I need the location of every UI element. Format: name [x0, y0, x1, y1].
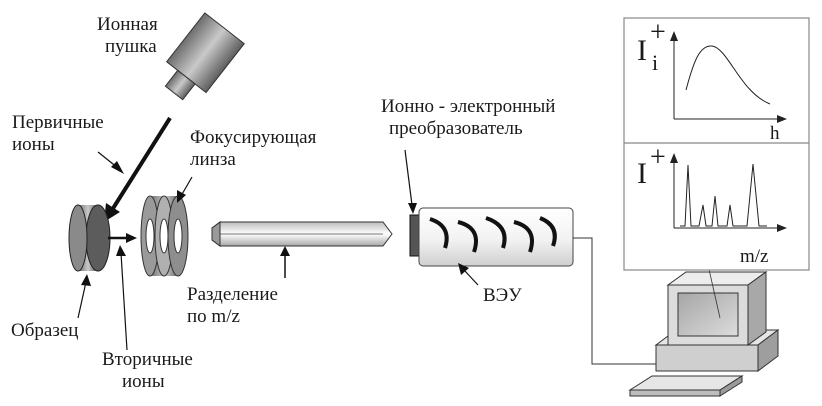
focusing-lens-label-line1: Фокусирующая: [190, 127, 317, 148]
primary-ions-label-line1: Первичные: [12, 112, 104, 133]
separation-label-line1: Разделение: [187, 284, 278, 305]
top-xlabel: h: [770, 123, 780, 144]
secondary-ions-label-line1: Вторичные: [102, 349, 193, 370]
veu-label: ВЭУ: [483, 285, 522, 306]
converter-plate: [409, 214, 420, 257]
secondary-ions-leader: [120, 252, 128, 351]
top-x-arrow: [777, 115, 787, 123]
bottom-xlabel: m/z: [740, 246, 769, 267]
converter-label-line1: Ионно - электронный: [381, 96, 555, 117]
computer: [628, 271, 780, 397]
separation-pointer: [280, 246, 290, 278]
converter-pointer: [404, 149, 417, 214]
converter-label-line2: преобразователь: [389, 118, 523, 139]
focusing-lens: [140, 195, 189, 277]
dynode-curves: [429, 216, 557, 253]
plot-panel: I + i h I + m/z: [623, 17, 810, 271]
ion-gun-label-line1: Ионная: [97, 14, 158, 35]
top-ylabel-sub: i: [652, 50, 658, 75]
focusing-lens-leader: [180, 176, 193, 197]
electron-multiplier: [418, 207, 574, 267]
separator-rod: [211, 221, 393, 247]
secondary-ion-arrow: [108, 233, 137, 243]
top-ylabel-main: I: [637, 34, 647, 67]
primary-ions-label-line2: ионы: [12, 134, 55, 155]
mass-spectrum-curve: [680, 163, 767, 227]
ion-gun: [164, 12, 245, 101]
signal-cable: [573, 237, 664, 365]
top-y-arrow: [670, 31, 678, 41]
keyboard: [628, 375, 744, 397]
primary-ions-arrowhead: [111, 161, 124, 174]
depth-profile-curve: [685, 45, 771, 105]
veu-pointer: [458, 263, 479, 286]
sample-label: Образец: [11, 320, 78, 341]
depth-profile-plot: I + i h: [637, 17, 787, 144]
bottom-ylabel-main: I: [637, 157, 647, 190]
secondary-ions-arrowhead: [116, 245, 126, 256]
sample-leader: [77, 281, 87, 319]
separation-label-line2: по m/z: [187, 306, 240, 327]
sample-arrowhead: [81, 274, 91, 286]
primary-ion-beam: [104, 116, 172, 222]
focusing-lens-arrowhead: [177, 190, 186, 203]
bottom-ylabel-sup: +: [650, 142, 666, 173]
bottom-x-arrow: [777, 224, 787, 232]
sample-disk: [68, 204, 111, 272]
computer-monitor: [666, 271, 768, 346]
ion-gun-label-line2: пушка: [105, 36, 157, 57]
top-ylabel-sup: +: [650, 17, 666, 48]
bottom-y-arrow: [670, 153, 678, 163]
focusing-lens-label-line2: линза: [190, 149, 236, 170]
mass-spectrum-plot: I + m/z: [637, 142, 787, 267]
secondary-ions-label-line2: ионы: [122, 371, 165, 392]
